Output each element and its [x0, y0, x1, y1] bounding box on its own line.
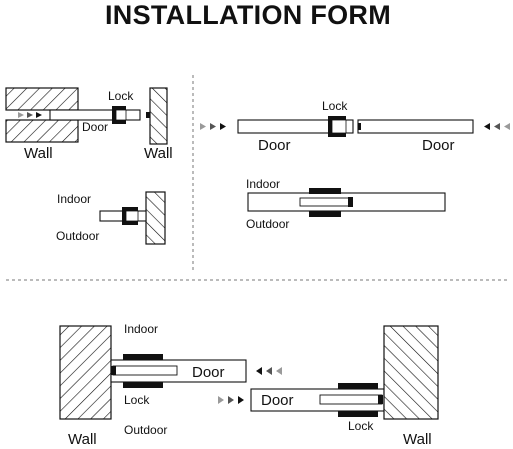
wall-left-label: Wall	[24, 145, 53, 162]
lock-upper-bottom	[123, 382, 163, 388]
indoor-label: Indoor	[124, 322, 158, 336]
door-upper-label: Door	[192, 364, 225, 381]
lock-bolt	[299, 197, 353, 207]
wall-block-left-upper	[5, 87, 79, 111]
lock-right-label: Lock	[348, 419, 374, 433]
lock-bottom-bar	[309, 211, 341, 217]
outdoor-label: Outdoor	[124, 423, 167, 437]
outdoor-label: Outdoor	[246, 217, 289, 231]
slide-arrows-left	[18, 112, 42, 118]
wall-block-left-lower	[5, 119, 79, 143]
lock-upper-top	[123, 354, 163, 360]
lock-lower-bottom	[338, 411, 378, 417]
lock-label: Lock	[322, 99, 348, 113]
door-lower-label: Door	[261, 392, 294, 409]
lock-lower-top	[338, 383, 378, 389]
panel-bottom: Indoor Door Lock Outdoor Door Lock Wall …	[59, 322, 439, 448]
door-left	[237, 119, 354, 134]
wall-right-sub	[145, 191, 166, 245]
indoor-label: Indoor	[246, 177, 280, 191]
wall-left	[59, 325, 112, 420]
door-left-label: Door	[258, 137, 291, 154]
door-label: Door	[82, 120, 108, 134]
indoor-label: Indoor	[57, 192, 91, 206]
wall-right	[149, 87, 168, 145]
lock-left-label: Lock	[124, 393, 150, 407]
wall-right-label: Wall	[144, 145, 173, 162]
slide-arrows-lower	[218, 396, 244, 404]
wall-right	[383, 325, 439, 420]
lock-lower-bolt	[319, 394, 383, 405]
lock-label: Lock	[108, 89, 134, 103]
lock-upper-bolt	[112, 365, 178, 376]
wall-right-label: Wall	[403, 431, 432, 448]
strike-plate	[358, 123, 361, 130]
panel-top-right: Lock Door Door Indoor Outdoor	[200, 99, 510, 231]
slide-arrows-left	[200, 123, 226, 130]
wall-left-label: Wall	[68, 431, 97, 448]
slide-arrows-upper	[256, 367, 282, 375]
slide-arrows-right	[484, 123, 510, 130]
panel-top-left: Lock Door Wall Wall Indoor Outdoor	[5, 87, 173, 245]
door-panel	[49, 109, 141, 121]
page-title: INSTALLATION FORM	[105, 0, 391, 30]
lock-top-bar	[309, 188, 341, 194]
door-right-label: Door	[422, 137, 455, 154]
door-right	[357, 119, 474, 134]
strike-plate	[146, 112, 150, 118]
outdoor-label: Outdoor	[56, 229, 99, 243]
